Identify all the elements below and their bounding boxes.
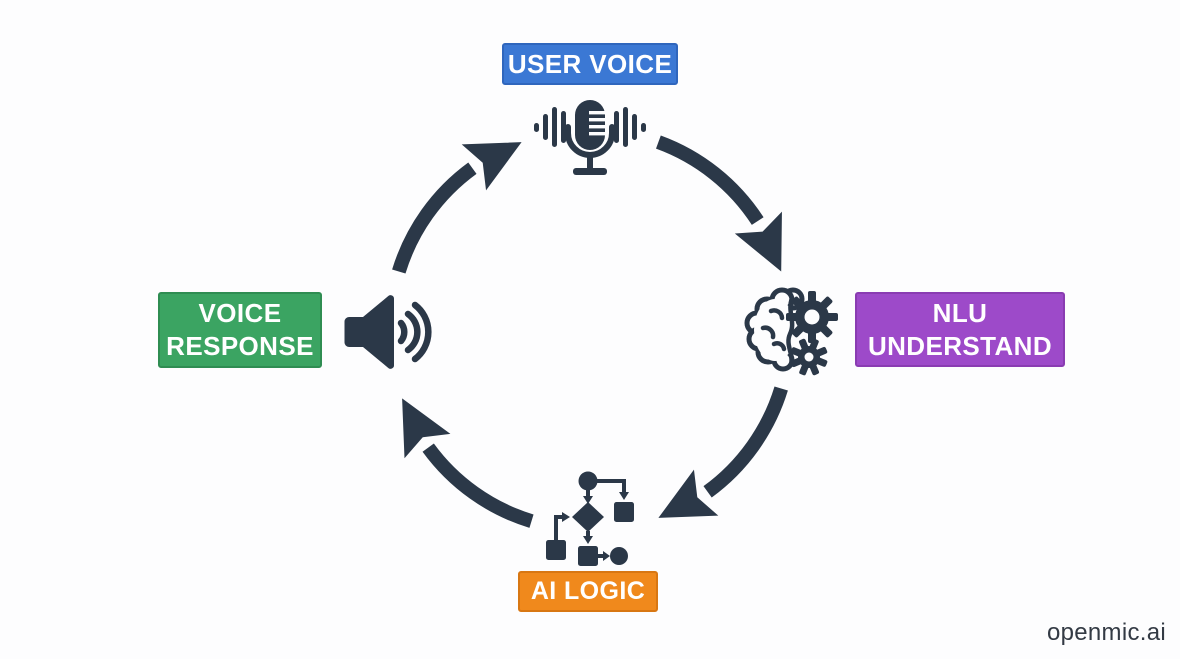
- node-voice-response: VOICE RESPONSE: [158, 292, 322, 368]
- node-label: RESPONSE: [166, 331, 314, 361]
- brain-gears-icon: [744, 287, 838, 376]
- node-label: UNDERSTAND: [867, 330, 1053, 361]
- node-label: USER VOICE: [507, 48, 673, 79]
- speaker-icon: [344, 295, 432, 369]
- node-label: AI LOGIC: [530, 577, 646, 605]
- arrow-response-to-voice: [392, 142, 522, 274]
- arrow-voice-to-nlu: [655, 135, 782, 272]
- watermark: openmic.ai: [1046, 619, 1166, 646]
- flowchart-icon: [546, 471, 634, 566]
- node-label: VOICE: [198, 298, 282, 328]
- arrow-logic-to-response: [402, 398, 534, 528]
- node-nlu-understand: NLU UNDERSTAND: [855, 292, 1065, 367]
- node-label: NLU: [932, 297, 988, 328]
- arrow-nlu-to-logic: [658, 386, 788, 518]
- microphone-icon: [534, 100, 646, 175]
- gear-large: [786, 291, 838, 343]
- gear-small: [790, 338, 828, 376]
- node-user-voice: USER VOICE: [502, 43, 678, 85]
- node-ai-logic: AI LOGIC: [518, 571, 658, 612]
